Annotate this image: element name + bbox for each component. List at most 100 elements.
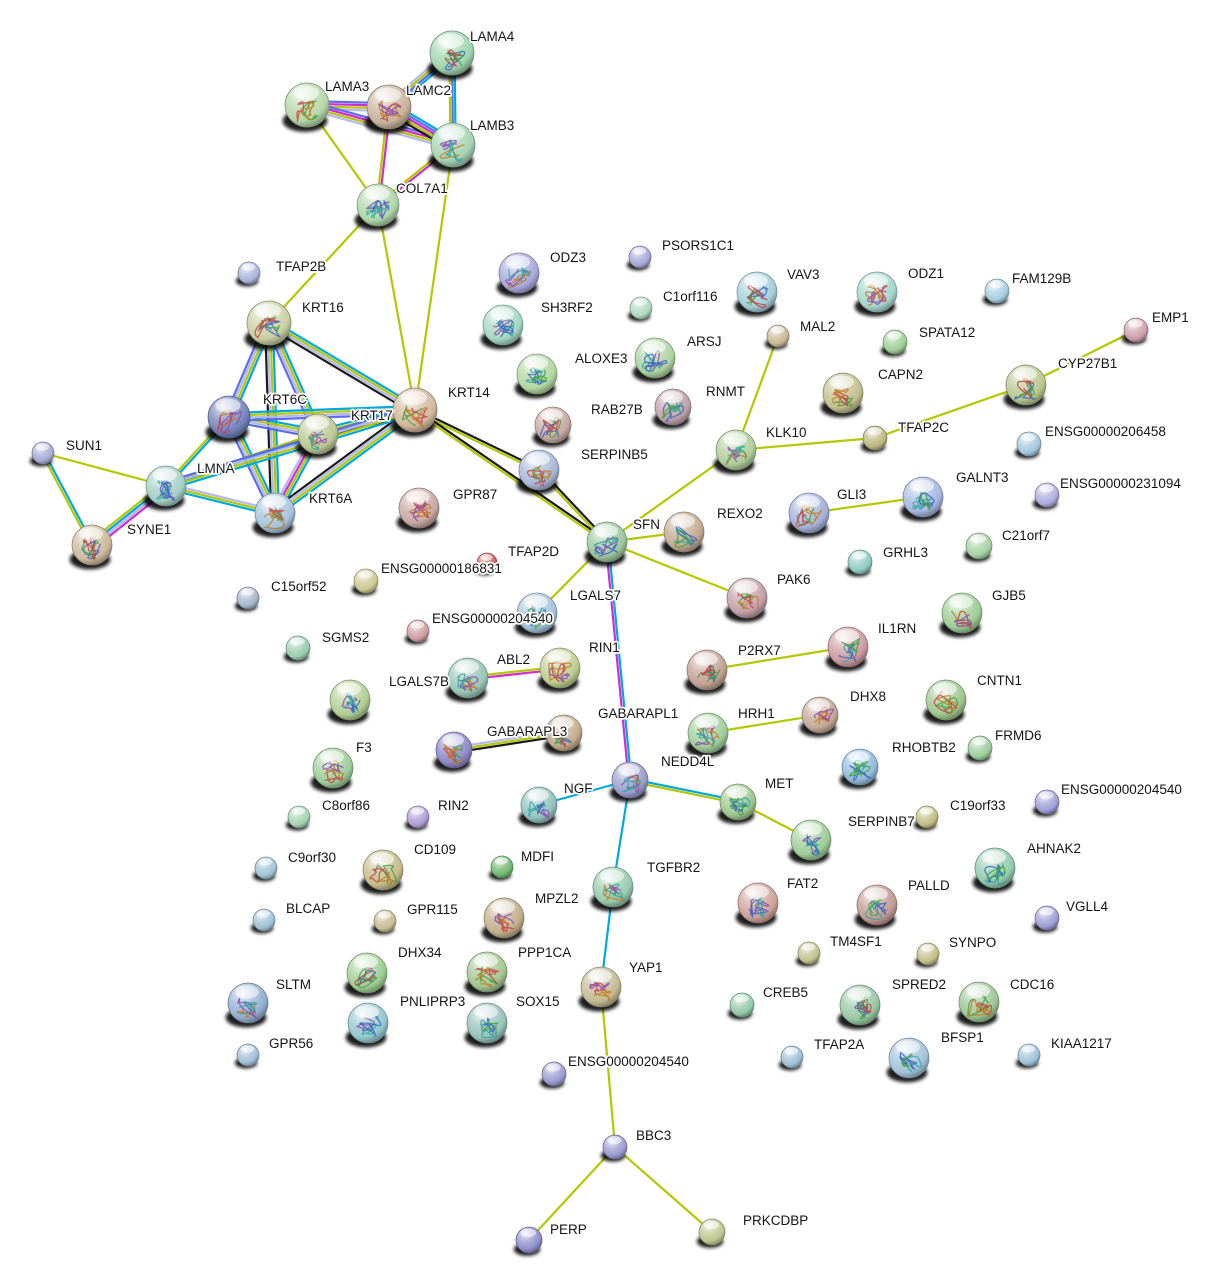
- edge-SFN-NEDD4L[interactable]: [604, 541, 633, 781]
- node-BFSP1[interactable]: [886, 1037, 930, 1083]
- node-PERP[interactable]: [513, 1226, 543, 1256]
- node-PRKCDBP[interactable]: [696, 1218, 726, 1248]
- node-LAMB3[interactable]: [428, 122, 476, 172]
- node-RAB27B[interactable]: [532, 406, 572, 447]
- node-KRT6A[interactable]: [252, 492, 296, 538]
- node-DHX8[interactable]: [799, 696, 839, 737]
- node-CDC16[interactable]: [956, 981, 1000, 1027]
- node-C9orf30[interactable]: [252, 856, 278, 882]
- node-LAMA4[interactable]: [427, 30, 475, 80]
- node-SYNE1[interactable]: [69, 524, 113, 570]
- node-YAP1[interactable]: [578, 966, 622, 1012]
- edge-TFAP2C-CYP27B1[interactable]: [874, 383, 1027, 440]
- node-TFAP2A[interactable]: [778, 1045, 804, 1071]
- node-PAK6[interactable]: [724, 577, 768, 623]
- node-ODZ1[interactable]: [854, 271, 898, 317]
- node-PSORS1C1[interactable]: [626, 245, 652, 271]
- node-FAT2[interactable]: [735, 882, 779, 928]
- node-SYNPO[interactable]: [914, 942, 940, 968]
- edge-KRT16-KRT14[interactable]: [266, 318, 418, 415]
- node-LGALS7B[interactable]: [327, 679, 371, 725]
- node-IL1RN[interactable]: [825, 626, 869, 672]
- node-COL7A1[interactable]: [354, 183, 400, 231]
- node-ENSG00000204540-3[interactable]: [539, 1061, 567, 1089]
- node-RNMT[interactable]: [652, 388, 692, 429]
- node-PPP1CA[interactable]: [464, 951, 508, 997]
- node-GLI3[interactable]: [786, 492, 830, 538]
- edge-YAP1-BBC3[interactable]: [599, 986, 617, 1148]
- node-CNTN1[interactable]: [923, 679, 967, 725]
- node-SPRED2[interactable]: [837, 984, 881, 1030]
- node-VGLL4[interactable]: [1032, 905, 1060, 933]
- node-C19orf33[interactable]: [913, 805, 939, 831]
- node-PNLIPRP3[interactable]: [345, 1002, 389, 1048]
- node-ENSG00000204540-2[interactable]: [1032, 789, 1060, 817]
- edge-BBC3-PRKCDBP[interactable]: [614, 1146, 713, 1233]
- node-C8orf86[interactable]: [285, 805, 311, 831]
- node-GPR87[interactable]: [396, 487, 440, 533]
- node-SUN1[interactable]: [29, 441, 55, 467]
- node-ALOXE3[interactable]: [514, 353, 558, 399]
- node-MDFI[interactable]: [488, 855, 514, 881]
- node-CAPN2[interactable]: [820, 372, 864, 418]
- node-RIN1[interactable]: [537, 647, 581, 693]
- node-GABARAPL3[interactable]: [433, 731, 473, 772]
- node-ODZ3[interactable]: [496, 252, 540, 298]
- edge-GABARAPL3-GABARAPL1[interactable]: [453, 729, 565, 754]
- edge-CYP27B1-EMP1[interactable]: [1025, 329, 1137, 386]
- node-PALLD[interactable]: [854, 884, 898, 930]
- edge-LAMB3-KRT14[interactable]: [413, 144, 455, 411]
- node-NEDD4L[interactable]: [609, 761, 649, 802]
- node-GPR115[interactable]: [371, 909, 397, 935]
- node-MET[interactable]: [717, 783, 757, 824]
- edge-P2RX7-IL1RN[interactable]: [706, 645, 849, 672]
- node-MPZL2[interactable]: [481, 897, 525, 943]
- node-SH3RF2[interactable]: [480, 304, 524, 350]
- node-SPATA12[interactable]: [880, 329, 908, 357]
- node-C1orf116[interactable]: [627, 296, 653, 322]
- node-REXO2[interactable]: [661, 511, 705, 557]
- edge-BBC3-PERP[interactable]: [528, 1146, 616, 1241]
- node-SERPINB7[interactable]: [788, 819, 832, 865]
- node-KIAA1217[interactable]: [1015, 1043, 1041, 1069]
- node-TFAP2C[interactable]: [860, 425, 888, 453]
- node-KLK10[interactable]: [713, 429, 757, 475]
- node-F3[interactable]: [310, 747, 354, 793]
- node-DHX34[interactable]: [344, 952, 388, 998]
- node-GALNT3[interactable]: [900, 476, 944, 522]
- node-MAL2[interactable]: [764, 324, 790, 350]
- node-C21orf7[interactable]: [963, 532, 993, 562]
- node-LAMA3[interactable]: [282, 82, 330, 132]
- node-LMNA[interactable]: [143, 465, 187, 511]
- node-TM4SF1[interactable]: [795, 941, 821, 967]
- edge-KRT14-LMNA[interactable]: [164, 405, 417, 491]
- node-SOX15[interactable]: [464, 1002, 508, 1048]
- node-GRHL3[interactable]: [845, 549, 873, 577]
- node-SERPINB5[interactable]: [516, 449, 560, 495]
- node-TGFBR2[interactable]: [590, 866, 634, 912]
- node-CYP27B1[interactable]: [1003, 364, 1047, 410]
- node-ENSG00000204540-1[interactable]: [404, 619, 430, 645]
- node-EMP1[interactable]: [1121, 317, 1149, 345]
- node-ENSG00000231094[interactable]: [1032, 482, 1060, 510]
- node-P2RX7[interactable]: [684, 649, 728, 695]
- edge-KRT16-KRT6A[interactable]: [264, 322, 280, 514]
- edge-COL7A1-KRT14[interactable]: [376, 204, 417, 411]
- node-KRT14[interactable]: [390, 387, 438, 437]
- edge-LMNA-SUN1[interactable]: [42, 451, 167, 488]
- node-SLTM[interactable]: [225, 982, 269, 1028]
- node-BBC3[interactable]: [600, 1134, 628, 1162]
- node-GJB5[interactable]: [939, 592, 983, 638]
- node-GABARAPL1[interactable]: [543, 714, 583, 755]
- node-CD109[interactable]: [360, 849, 404, 895]
- node-RIN2[interactable]: [404, 805, 430, 831]
- node-KRT6C[interactable]: [205, 395, 251, 443]
- node-LAMC2[interactable]: [364, 84, 412, 134]
- node-AHNAK2[interactable]: [972, 847, 1016, 893]
- node-ABL2[interactable]: [445, 657, 489, 703]
- node-HRH1[interactable]: [685, 712, 729, 758]
- node-C15orf52[interactable]: [234, 586, 260, 612]
- node-KRT17[interactable]: [295, 413, 339, 459]
- node-ENSG00000206458[interactable]: [1014, 431, 1042, 459]
- node-FRMD6[interactable]: [965, 735, 993, 763]
